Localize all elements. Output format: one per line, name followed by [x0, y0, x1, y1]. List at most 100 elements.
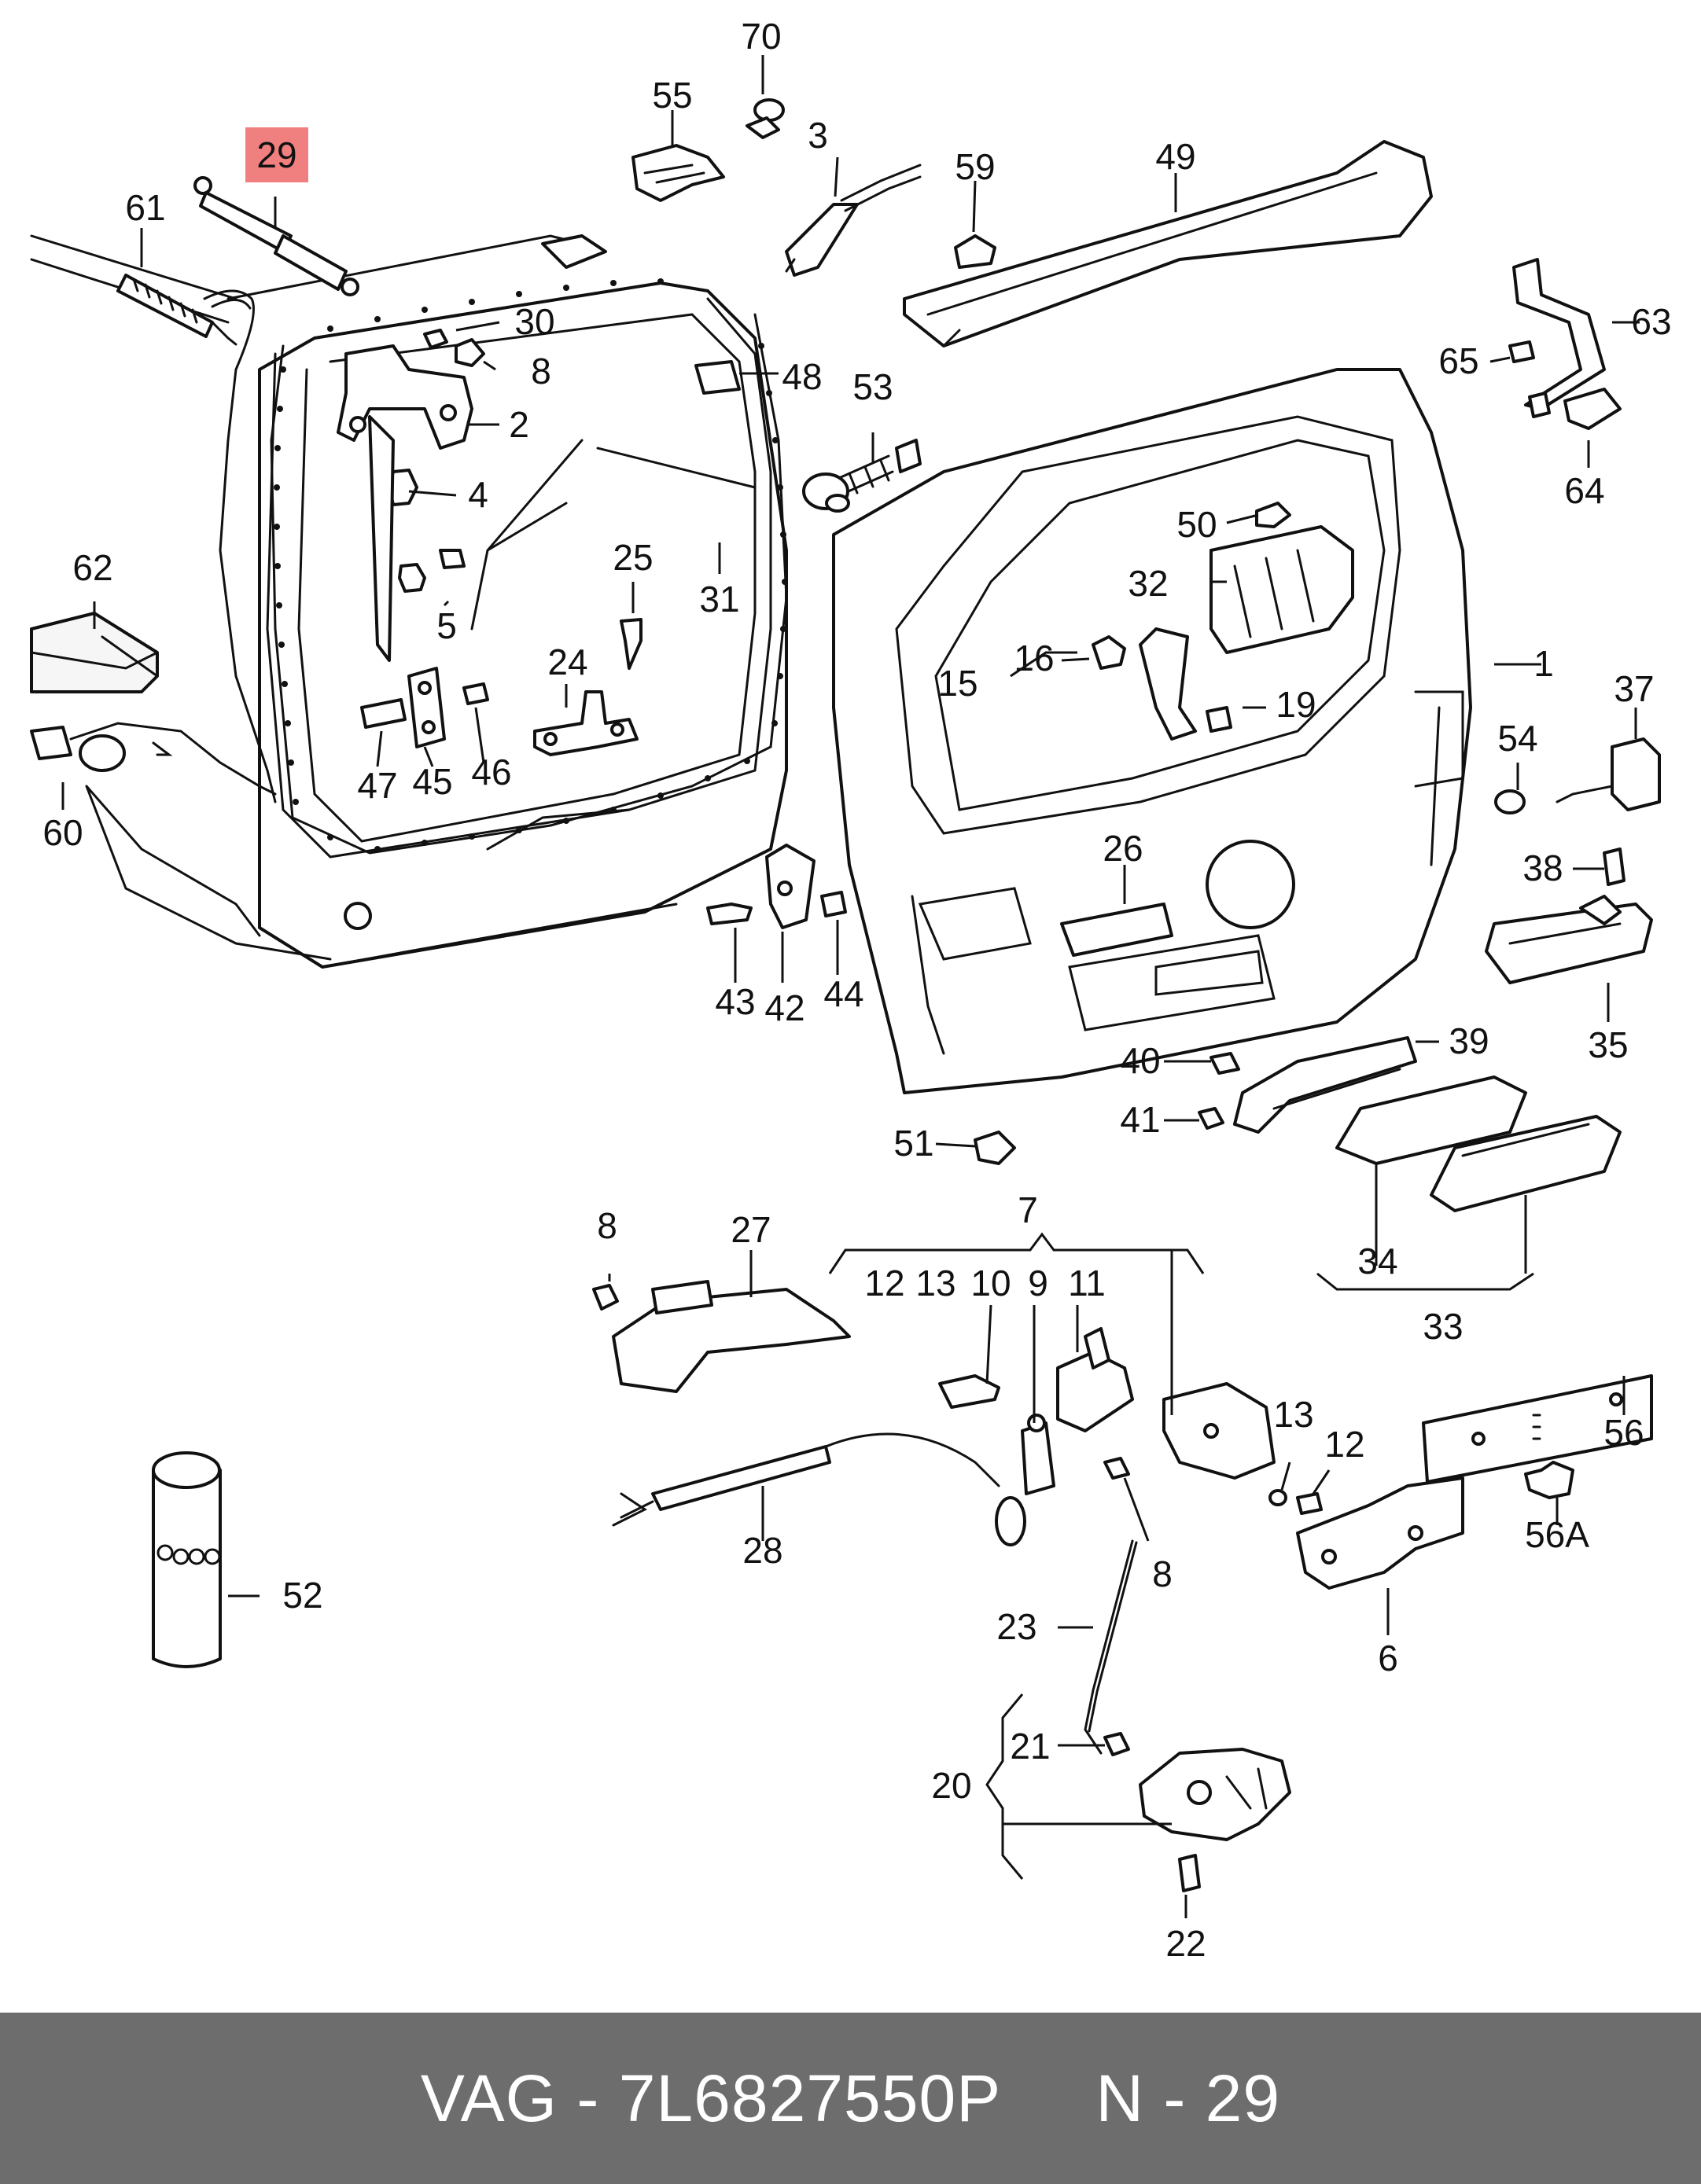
callout-19[interactable]: 19 — [1276, 684, 1316, 725]
callout-42[interactable]: 42 — [764, 987, 804, 1028]
callout-59[interactable]: 59 — [955, 146, 995, 187]
callout-32[interactable]: 32 — [1128, 563, 1168, 604]
plug-37 — [1556, 737, 1661, 811]
callout-46[interactable]: 46 — [471, 752, 511, 792]
callout-41[interactable]: 41 — [1120, 1099, 1160, 1140]
bolt-22 — [1178, 1854, 1201, 1892]
clip-21 — [1103, 1732, 1130, 1756]
callout-52[interactable]: 52 — [282, 1575, 322, 1616]
callout-62[interactable]: 62 — [72, 547, 112, 588]
callout-24[interactable]: 24 — [547, 642, 587, 682]
nut-41 — [1198, 1107, 1224, 1130]
callout-45[interactable]: 45 — [412, 761, 452, 802]
trim-26 — [1060, 903, 1173, 957]
position-label: N - 29 — [1095, 2061, 1281, 2135]
highlight-box-29 — [245, 127, 308, 182]
handle-35 — [1485, 895, 1653, 984]
callout-65[interactable]: 65 — [1438, 340, 1478, 381]
clip-59 — [954, 234, 996, 269]
frame-39 — [1233, 1036, 1417, 1134]
handle-cover-33 — [1430, 1115, 1622, 1212]
striker-42 — [765, 844, 816, 929]
callout-44[interactable]: 44 — [823, 973, 863, 1014]
callout-49[interactable]: 49 — [1155, 136, 1195, 177]
callout-55[interactable]: 55 — [652, 75, 692, 116]
callout-26[interactable]: 26 — [1103, 828, 1143, 869]
callout-8-top[interactable]: 8 — [531, 351, 551, 392]
callout-38[interactable]: 38 — [1522, 847, 1563, 888]
switch-64 — [1563, 388, 1622, 430]
clip-50 — [1255, 502, 1291, 528]
callout-28[interactable]: 28 — [742, 1530, 782, 1571]
cable-spring-61 — [116, 274, 277, 803]
callout-33[interactable]: 33 — [1423, 1306, 1463, 1347]
actuator-7 — [938, 1327, 1276, 1495]
spoiler-49 — [903, 140, 1433, 347]
callout-64[interactable]: 64 — [1564, 470, 1604, 511]
washer-13 — [1268, 1489, 1287, 1506]
callout-1[interactable]: 1 — [1533, 643, 1554, 684]
grommet-54 — [1494, 789, 1526, 814]
callout-22[interactable]: 22 — [1165, 1923, 1206, 1964]
callout-39[interactable]: 39 — [1449, 1020, 1489, 1061]
rod-23 — [1084, 1539, 1138, 1755]
callout-2[interactable]: 2 — [509, 404, 529, 445]
callout-27[interactable]: 27 — [731, 1209, 771, 1250]
bracket-55 — [631, 144, 725, 202]
callout-8-low[interactable]: 8 — [1152, 1553, 1173, 1594]
callout-3[interactable]: 3 — [808, 115, 828, 156]
callout-34[interactable]: 34 — [1357, 1241, 1397, 1281]
callout-30[interactable]: 30 — [514, 301, 554, 342]
grommet-53 — [802, 439, 922, 513]
callout-12-low[interactable]: 12 — [1324, 1424, 1364, 1465]
nut-8 — [592, 1284, 619, 1311]
callout-4[interactable]: 4 — [468, 474, 488, 515]
callout-29[interactable]: 29 — [256, 134, 296, 175]
grommet-51 — [974, 1131, 1016, 1165]
callout-31[interactable]: 31 — [699, 579, 739, 620]
callout-6[interactable]: 6 — [1378, 1638, 1398, 1678]
callout-20[interactable]: 20 — [931, 1765, 971, 1806]
separator: - — [576, 2061, 600, 2135]
callout-5[interactable]: 5 — [436, 605, 457, 646]
callout-40[interactable]: 40 — [1120, 1040, 1160, 1081]
callout-8-mid[interactable]: 8 — [597, 1205, 617, 1246]
callout-51[interactable]: 51 — [893, 1123, 933, 1164]
callout-13-top[interactable]: 13 — [915, 1263, 955, 1303]
callout-43[interactable]: 43 — [715, 981, 755, 1022]
bracket-6 — [1296, 1476, 1464, 1590]
bolt-40 — [1209, 1052, 1240, 1075]
callout-37[interactable]: 37 — [1614, 668, 1654, 709]
callout-21[interactable]: 21 — [1010, 1726, 1050, 1767]
callout-56[interactable]: 56 — [1603, 1412, 1644, 1453]
callout-15[interactable]: 15 — [937, 663, 978, 704]
callout-50[interactable]: 50 — [1176, 504, 1217, 545]
callout-61[interactable]: 61 — [125, 187, 165, 228]
callout-9[interactable]: 9 — [1028, 1263, 1048, 1303]
callout-60[interactable]: 60 — [42, 812, 83, 853]
callout-13-low[interactable]: 13 — [1273, 1394, 1313, 1435]
callout-47[interactable]: 47 — [357, 765, 397, 806]
callout-70[interactable]: 70 — [741, 16, 781, 57]
callout-35[interactable]: 35 — [1588, 1024, 1628, 1065]
bolt-43 — [706, 903, 753, 925]
car-body-opening — [30, 234, 788, 969]
cover-32 — [1209, 525, 1354, 654]
callout-56A[interactable]: 56A — [1525, 1514, 1589, 1555]
callout-53[interactable]: 53 — [852, 366, 893, 407]
callout-63[interactable]: 63 — [1631, 301, 1671, 342]
latch-20 — [1139, 1748, 1291, 1841]
callout-23[interactable]: 23 — [996, 1606, 1036, 1647]
seal-clips — [274, 278, 788, 852]
callout-12-top[interactable]: 12 — [864, 1263, 904, 1303]
callout-10[interactable]: 10 — [970, 1263, 1011, 1303]
callout-25[interactable]: 25 — [613, 537, 653, 578]
callout-16[interactable]: 16 — [1014, 638, 1054, 678]
pad-31 — [694, 360, 741, 395]
callout-7[interactable]: 7 — [1018, 1189, 1038, 1230]
parts-diagram: 29 70 55 3 59 49 61 30 8 2 4 48 53 63 65… — [30, 16, 1672, 1964]
callout-48[interactable]: 48 — [782, 356, 822, 397]
gas-strut-29[interactable] — [193, 176, 359, 296]
callout-11[interactable]: 11 — [1068, 1263, 1106, 1303]
callout-54[interactable]: 54 — [1497, 718, 1537, 759]
